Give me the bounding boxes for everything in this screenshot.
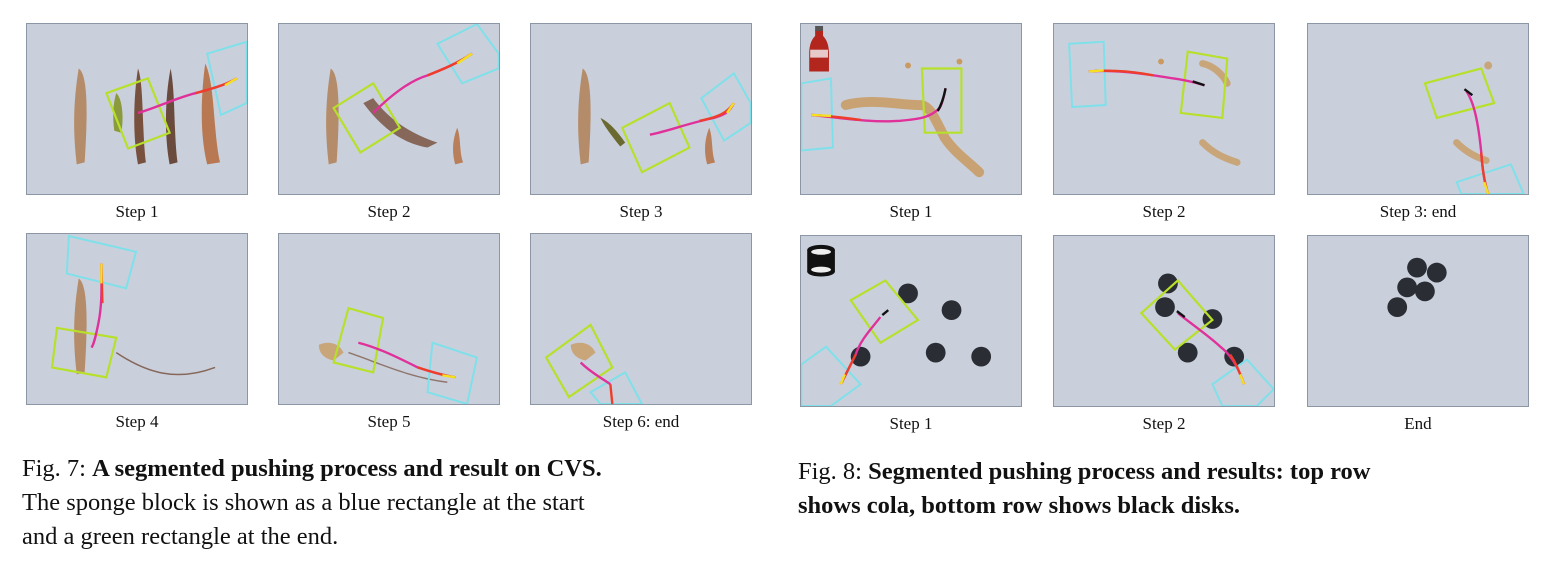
fig7-step5-label: Step 5 bbox=[367, 412, 411, 431]
fig8-caption-bold2: shows cola, bottom row shows black disks… bbox=[798, 492, 1240, 519]
fig7-step3-label: Step 3 bbox=[619, 202, 663, 221]
fig8-top-step3-image bbox=[1307, 23, 1529, 195]
fig8-caption: Fig. 8: Segmented pushing process and re… bbox=[798, 455, 1538, 523]
fig8-top-step1-image bbox=[800, 23, 1022, 195]
fig8-caption-line0: Fig. 8: Segmented pushing process and re… bbox=[798, 455, 1538, 489]
fig8-bottom-step2-image bbox=[1053, 235, 1275, 407]
fig8-top-step2-image bbox=[1053, 23, 1275, 195]
fig8-bottom-end-label: End bbox=[1404, 414, 1432, 433]
fig8-top-step2-label: Step 2 bbox=[1142, 202, 1186, 221]
fig8-top-step1-label: Step 1 bbox=[889, 202, 933, 221]
fig7-step1-label: Step 1 bbox=[115, 202, 159, 221]
fig8-bottom-step1-image bbox=[800, 235, 1022, 407]
black-disk-icon bbox=[807, 244, 835, 277]
fig7-caption-line2: and a green rectangle at the end. bbox=[22, 523, 339, 550]
fig7-step5-image bbox=[278, 233, 500, 405]
fig7-caption-bold: A segmented pushing process and result o… bbox=[92, 455, 602, 482]
fig7-step4-image bbox=[26, 233, 248, 405]
cola-bottle-icon bbox=[809, 25, 829, 72]
fig7-step3-image bbox=[530, 23, 752, 195]
fig8-caption-bold1: Segmented pushing process and results: t… bbox=[868, 458, 1371, 485]
fig8-bottom-end-image bbox=[1307, 235, 1529, 407]
fig7-step4-label: Step 4 bbox=[115, 412, 159, 431]
fig7-step1-image bbox=[26, 23, 248, 195]
fig8-top-step3-label: Step 3: end bbox=[1379, 202, 1457, 221]
fig7-step2-image bbox=[278, 23, 500, 195]
fig7-caption: Fig. 7: A segmented pushing process and … bbox=[22, 452, 762, 554]
fig8-caption-line1: shows cola, bottom row shows black disks… bbox=[798, 489, 1538, 523]
fig7-step6-label: Step 6: end bbox=[602, 412, 680, 431]
fig7-caption-prefix: Fig. 7: bbox=[22, 455, 86, 482]
fig7-caption-line0: Fig. 7: A segmented pushing process and … bbox=[22, 452, 762, 486]
fig8-caption-prefix: Fig. 8: bbox=[798, 458, 862, 485]
fig8-bottom-step2-label: Step 2 bbox=[1142, 414, 1186, 433]
fig8-bottom-step1-label: Step 1 bbox=[889, 414, 933, 433]
fig7-caption-line1: The sponge block is shown as a blue rect… bbox=[22, 489, 585, 516]
fig7-step6-image bbox=[530, 233, 752, 405]
fig7-step2-label: Step 2 bbox=[367, 202, 411, 221]
